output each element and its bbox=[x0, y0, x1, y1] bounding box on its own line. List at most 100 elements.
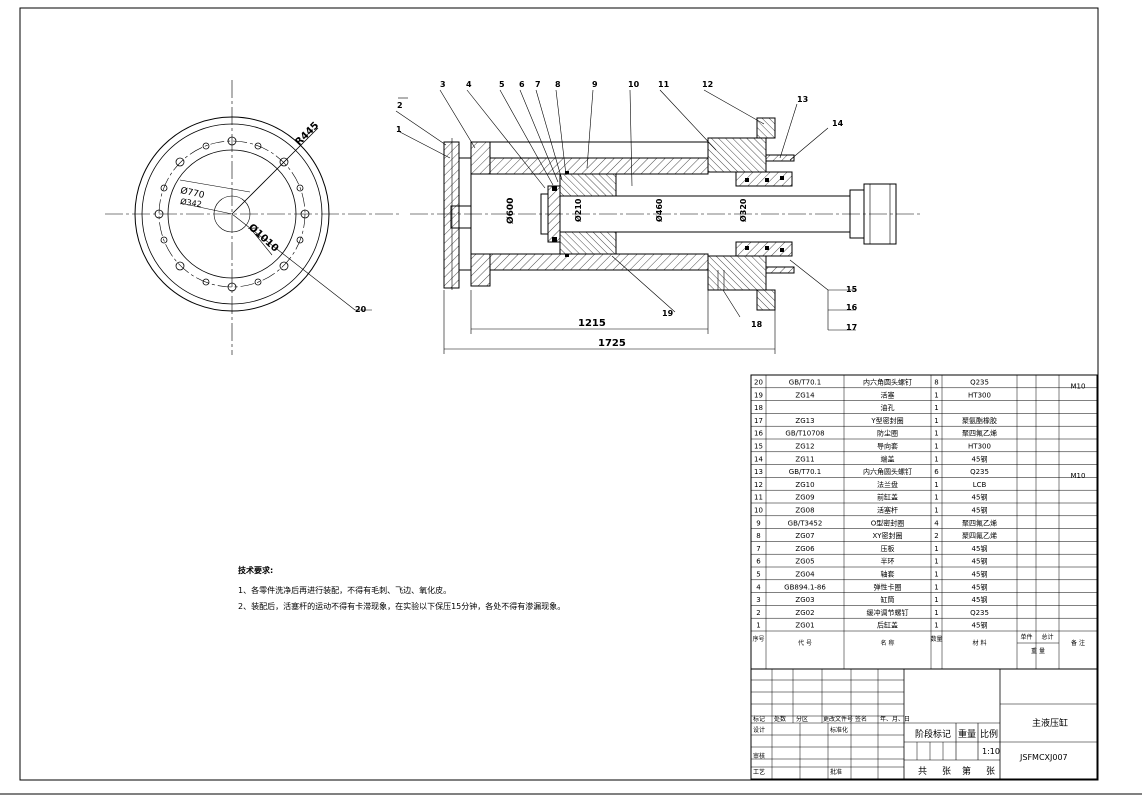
bom-row-material: 45钢 bbox=[972, 621, 988, 630]
bom-row-no: 18 bbox=[754, 404, 763, 412]
bom-row-no: 9 bbox=[756, 519, 760, 527]
tb-scale-label: 比例 bbox=[980, 728, 998, 740]
length-dimension-lines bbox=[443, 290, 776, 354]
callout-15: 15 bbox=[846, 285, 858, 294]
tb-sheets: 张 bbox=[942, 766, 951, 777]
bom-row-qty: 1 bbox=[934, 622, 938, 630]
bom-row-no: 8 bbox=[756, 532, 760, 540]
bom-row-no: 10 bbox=[754, 507, 763, 515]
bom-row-name: 缸筒 bbox=[881, 595, 895, 604]
bom-row-no: 11 bbox=[754, 494, 763, 502]
bom-row-name: 后缸盖 bbox=[877, 621, 898, 630]
bom-row-code: ZG11 bbox=[795, 455, 814, 463]
bom-row-qty: 1 bbox=[934, 430, 938, 438]
bom-row-material: 45钢 bbox=[972, 582, 988, 591]
bom-row-code: GB/T70.1 bbox=[789, 468, 821, 476]
drawing-number: JSFMCXJ007 bbox=[1019, 753, 1068, 762]
bom-row-material: 聚四氟乙烯 bbox=[962, 531, 997, 540]
bom-row-no: 17 bbox=[754, 417, 763, 425]
callout-9: 9 bbox=[592, 80, 598, 89]
bom-row-material: HT300 bbox=[968, 391, 991, 399]
tb-review: 审核 bbox=[753, 752, 765, 760]
bom-row-no: 15 bbox=[754, 443, 763, 451]
bom-row-no: 19 bbox=[754, 391, 763, 399]
callout-1: 1 bbox=[396, 125, 402, 134]
tb-design: 设计 bbox=[753, 726, 765, 734]
bom-row-qty: 1 bbox=[934, 571, 938, 579]
tb-total: 共 bbox=[918, 766, 927, 777]
bom-header-no: 序号 bbox=[752, 635, 764, 643]
tb-count: 处数 bbox=[774, 715, 786, 723]
dim-r445: R445 bbox=[293, 120, 321, 148]
title-block-labels: 标记 处数 分区 更改文件号 签名 年、月、日 设计 标准化 审核 工艺 批准 bbox=[753, 715, 910, 776]
bom-row-code: ZG09 bbox=[795, 494, 814, 502]
title-block-right: 阶段标记 重量 比例 1:10 共 张 第 张 主液压缸 JSFMCXJ007 bbox=[915, 717, 1068, 777]
bom-row-code: GB/T3452 bbox=[788, 519, 823, 527]
callout-19: 19 bbox=[662, 309, 674, 318]
note-1: 1、各零件洗净后再进行装配，不得有毛刺、飞边、氧化皮。 bbox=[238, 586, 452, 595]
bom-row-qty: 1 bbox=[934, 391, 938, 399]
tb-change-doc: 更改文件号 bbox=[823, 715, 853, 723]
callout-12: 12 bbox=[702, 80, 713, 89]
bom-row-name: O型密封圈 bbox=[871, 518, 905, 527]
end-view bbox=[105, 80, 400, 355]
bom-row-no: 4 bbox=[756, 583, 761, 591]
bom-row-code: ZG08 bbox=[795, 507, 814, 515]
tb-approve: 批准 bbox=[830, 768, 842, 776]
bom-header-code: 代 号 bbox=[798, 639, 812, 647]
dim-1215: 1215 bbox=[578, 318, 606, 329]
bom-row-no: 13 bbox=[754, 468, 763, 476]
bom-row-name: 轴套 bbox=[881, 570, 895, 579]
bom-row-qty: 1 bbox=[934, 404, 938, 412]
bom-row-code: GB/T10708 bbox=[785, 430, 824, 438]
tb-date: 年、月、日 bbox=[880, 715, 910, 723]
bom-row-qty: 1 bbox=[934, 494, 938, 502]
bom-row-note: M10 bbox=[1071, 472, 1086, 480]
bom-header-weight: 重 量 bbox=[1031, 647, 1045, 655]
bom-row-name: 缓冲调节螺钉 bbox=[867, 608, 909, 617]
bom-row-material: 聚氨酯橡胶 bbox=[962, 416, 997, 425]
bom-row-qty: 1 bbox=[934, 609, 938, 617]
bom-row-code: GB894.1-86 bbox=[784, 583, 826, 591]
callout-7: 7 bbox=[535, 80, 541, 89]
bom-row-qty: 1 bbox=[934, 507, 938, 515]
bom-row-name: 活塞杆 bbox=[877, 506, 898, 515]
bom-row-material: 45钢 bbox=[972, 595, 988, 604]
bom-header-unit-weight: 单件 bbox=[1020, 633, 1032, 641]
bom-row-material: LCB bbox=[973, 481, 987, 489]
bom-row-no: 16 bbox=[754, 430, 763, 438]
title-block bbox=[750, 668, 1098, 780]
bom-row-name: 弹性卡圈 bbox=[874, 582, 902, 591]
callout-6: 6 bbox=[519, 80, 525, 89]
bom-row-material: 45钢 bbox=[972, 454, 988, 463]
dim-d1010: Ø1010 bbox=[246, 221, 281, 254]
bom-row-code: ZG02 bbox=[795, 609, 814, 617]
bom-row-no: 2 bbox=[756, 609, 760, 617]
bom-row-qty: 4 bbox=[934, 519, 939, 527]
bom-row-material: Q235 bbox=[970, 468, 989, 476]
bom-row-name: 活塞 bbox=[881, 390, 895, 399]
bom-row-code: GB/T70.1 bbox=[789, 379, 821, 387]
bom-row-material: 45钢 bbox=[972, 570, 988, 579]
callout-11: 11 bbox=[658, 80, 670, 89]
bom-row-material: 45钢 bbox=[972, 544, 988, 553]
bom-row-material: 45钢 bbox=[972, 557, 988, 566]
bom-row-no: 12 bbox=[754, 481, 763, 489]
bom-row-name: 法兰盘 bbox=[877, 480, 898, 489]
bom-row-name: 前缸盖 bbox=[877, 493, 898, 502]
bom-row-qty: 1 bbox=[934, 545, 938, 553]
bom-row-qty: 1 bbox=[934, 481, 938, 489]
bom-row-material: 聚四氟乙烯 bbox=[962, 518, 997, 527]
bom-row-name: 压板 bbox=[881, 544, 895, 553]
tb-scale-value: 1:10 bbox=[982, 747, 1000, 756]
bom-row-code: ZG03 bbox=[795, 596, 814, 604]
bom-row-name: 端盖 bbox=[881, 454, 895, 463]
bom-row-qty: 1 bbox=[934, 455, 938, 463]
bom-row-no: 1 bbox=[756, 622, 760, 630]
bom-row-code: ZG14 bbox=[795, 391, 815, 399]
bom-row-note: M10 bbox=[1071, 383, 1086, 391]
bom-row-code: ZG04 bbox=[795, 571, 815, 579]
technical-requirements: 技术要求: 1、各零件洗净后再进行装配，不得有毛刺、飞边、氧化皮。 2、装配后，… bbox=[238, 563, 565, 615]
bom-row-name: 导向套 bbox=[877, 442, 898, 451]
